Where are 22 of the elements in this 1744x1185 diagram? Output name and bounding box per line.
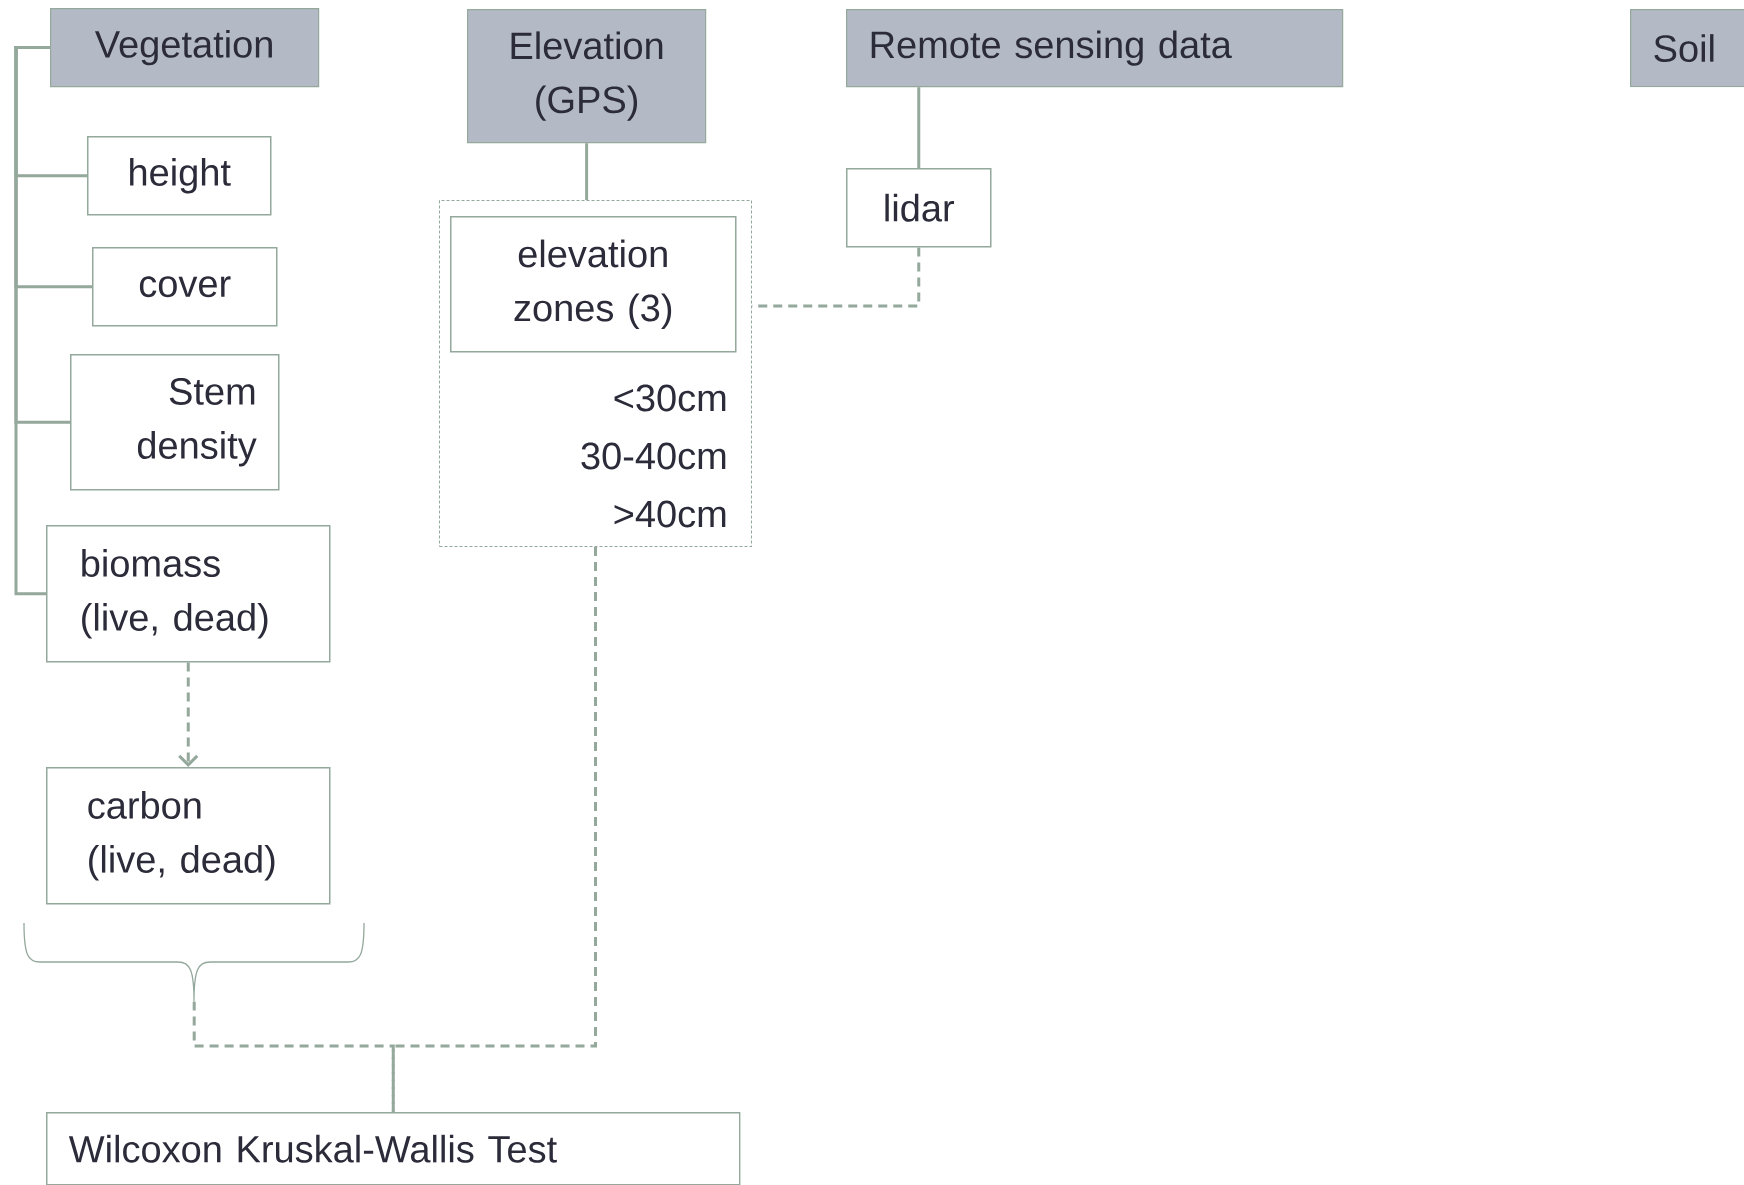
category-box: Soil (1630, 9, 1744, 88)
connector-line (391, 547, 597, 1112)
test-box: Wilcoxon Kruskal-Wallis Test (46, 1112, 741, 1185)
variable-box: biomass (live, dead) (46, 525, 331, 663)
category-box: Remote sensing data (846, 9, 1344, 88)
connector-line (585, 143, 589, 200)
group-box (439, 200, 752, 547)
brace (23, 922, 365, 1002)
variable-box: lidar (846, 168, 992, 248)
variable-box: Stem density (70, 354, 280, 491)
zone-label: <30cm (614, 384, 726, 412)
category-box: Elevation (GPS) (467, 9, 707, 144)
connector-line (192, 1001, 395, 1112)
variable-box: carbon (live, dead) (46, 767, 331, 905)
zone-label: 30-40cm (581, 442, 726, 470)
variable-box: cover (92, 247, 278, 327)
variable-box: height (87, 136, 272, 216)
category-box: Vegetation (50, 8, 320, 88)
variable-box: elevation zones (3) (450, 216, 737, 353)
arrow (178, 662, 199, 767)
zone-label: >40cm (614, 500, 726, 528)
connector-line (917, 87, 921, 168)
